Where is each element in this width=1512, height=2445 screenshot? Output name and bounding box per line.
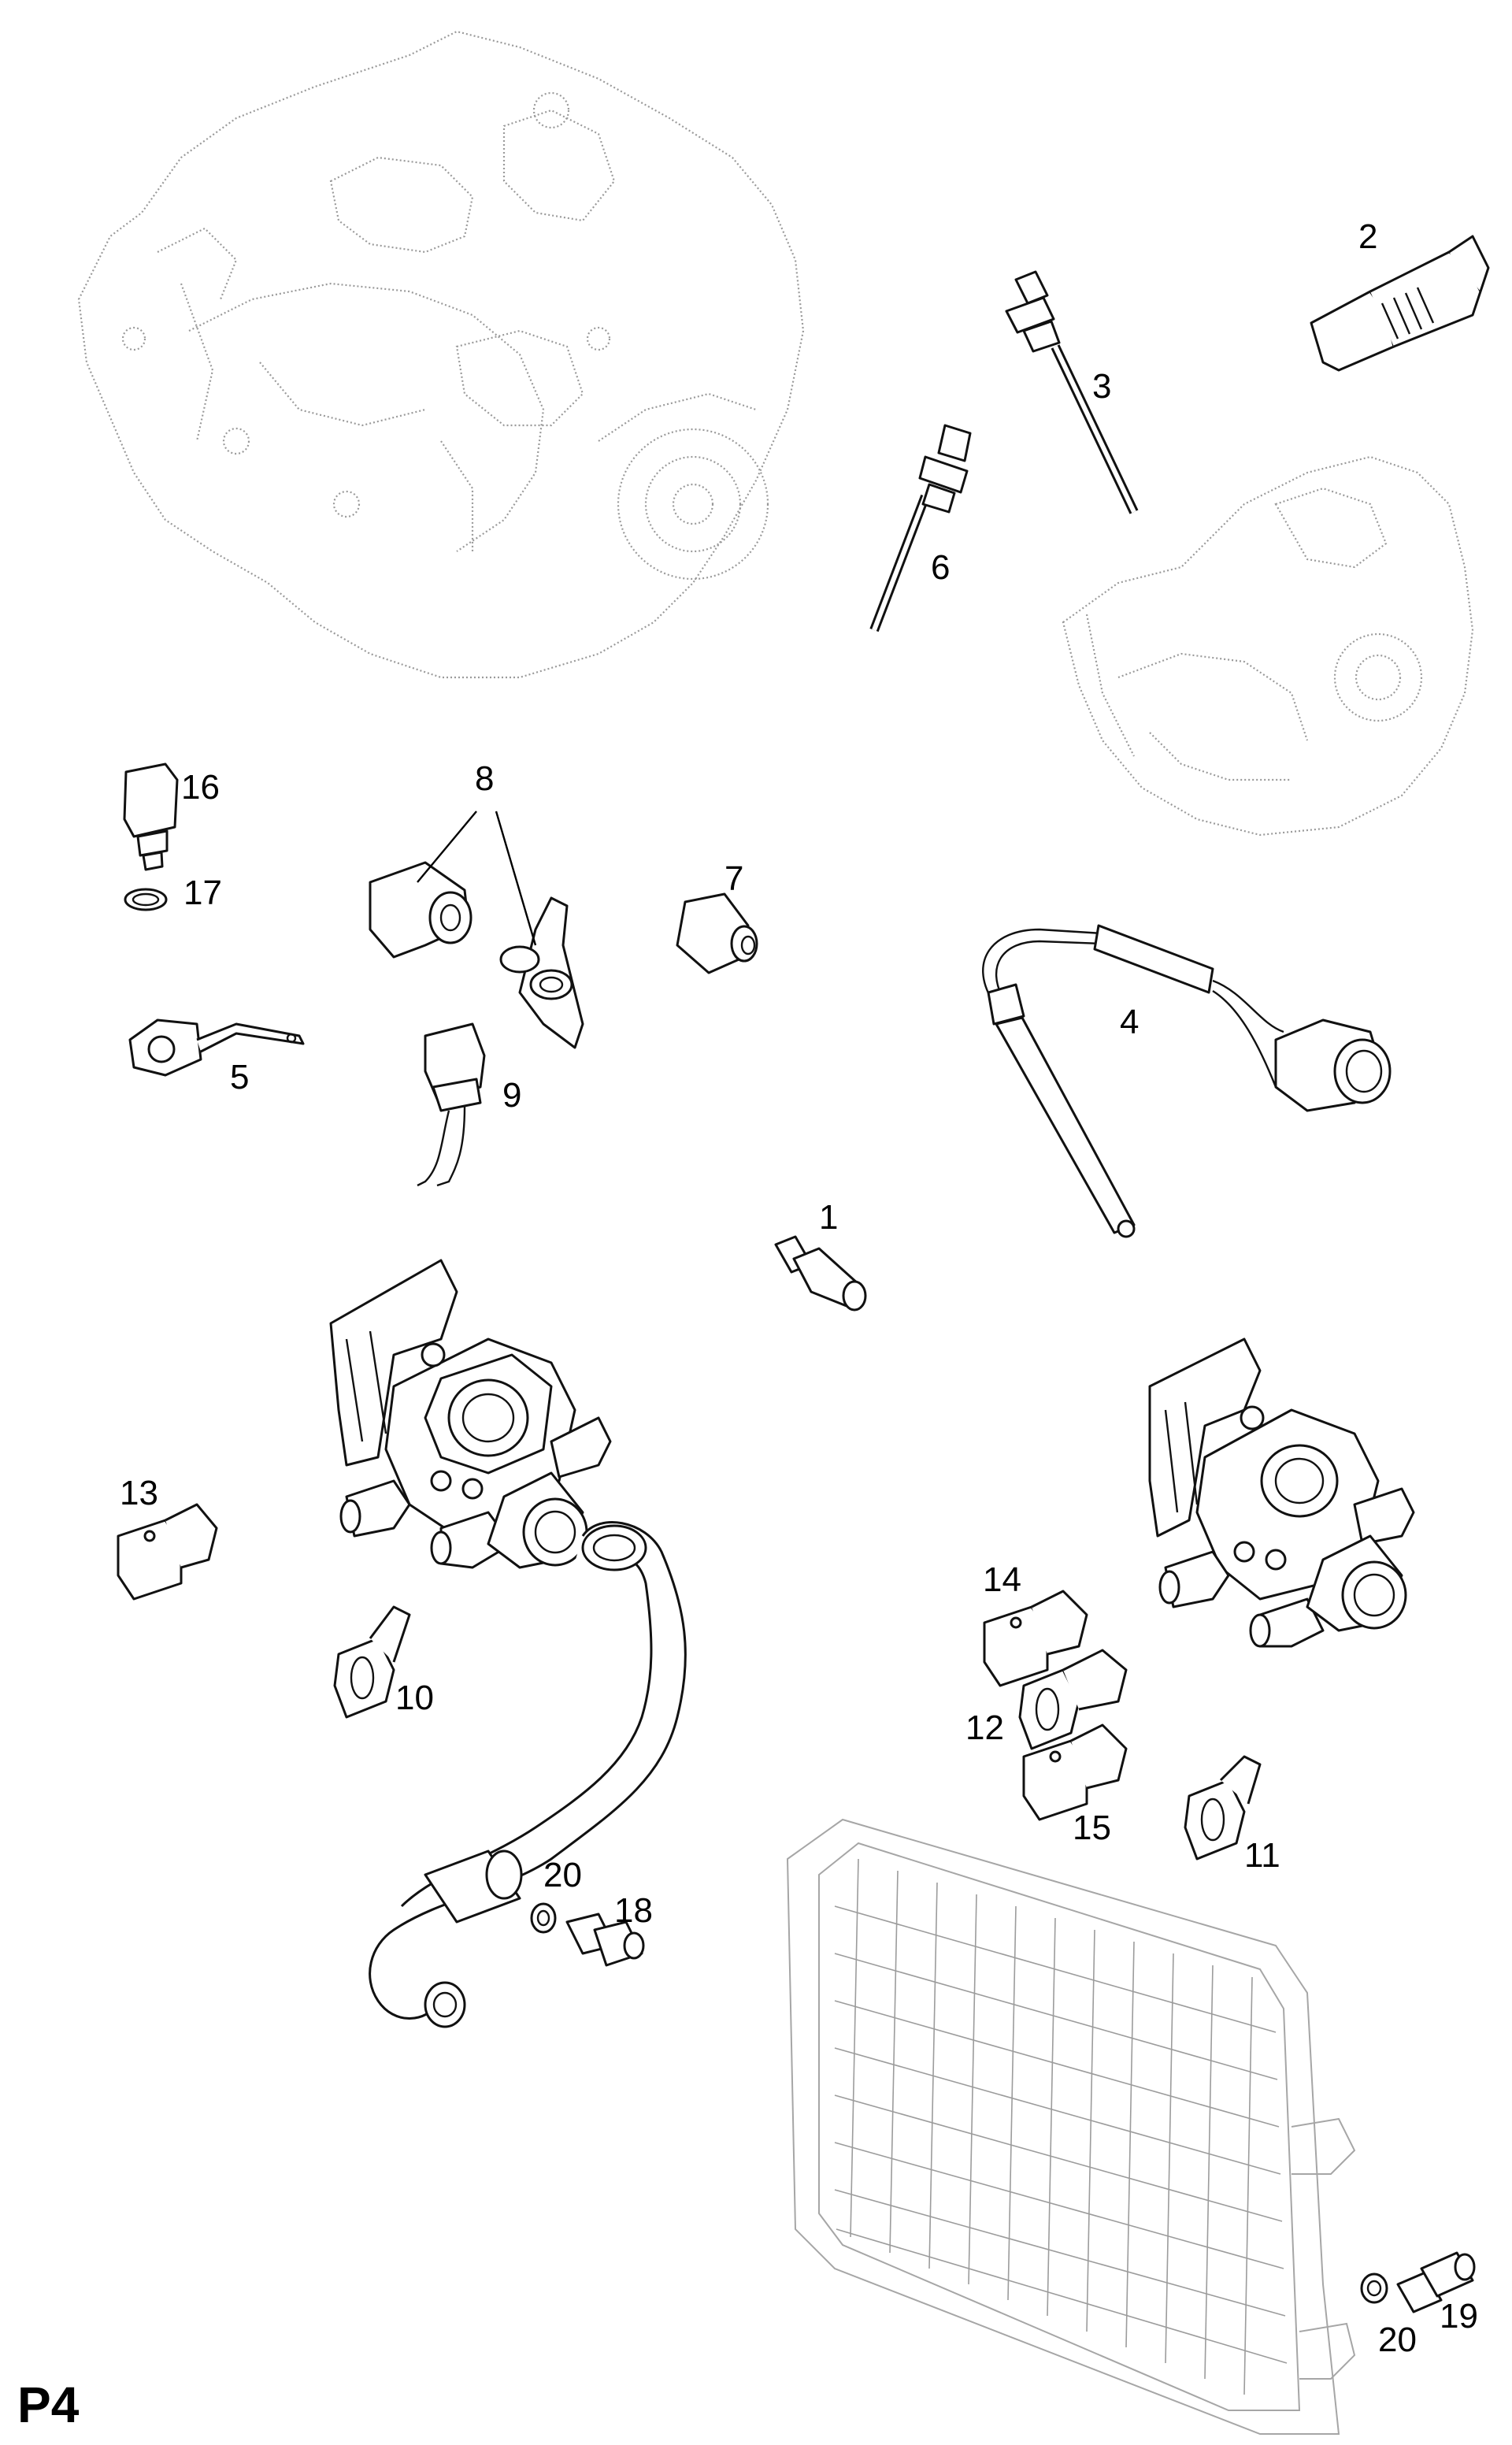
- part-9-connector-harness: [417, 1022, 486, 1187]
- callout-9: 9: [502, 1076, 521, 1115]
- callout-14: 14: [983, 1560, 1021, 1599]
- part-17-washer: [124, 888, 168, 911]
- callout-18: 18: [614, 1891, 653, 1930]
- part-4-sensor-with-cable: [982, 924, 1392, 1238]
- part-10-switch: [333, 1605, 411, 1719]
- part-19-plug: [1396, 2251, 1476, 2313]
- callout-11: 11: [1244, 1836, 1280, 1875]
- thermostat-housing-right: [1148, 1338, 1415, 1648]
- callout-1: 1: [819, 1198, 838, 1237]
- callout-6: 6: [931, 548, 950, 587]
- gearbox-housing-ghost: [77, 30, 805, 679]
- callout-5: 5: [230, 1058, 249, 1096]
- callout-20-right: 20: [1378, 2321, 1417, 2359]
- part-20-washer-right: [1360, 2272, 1388, 2304]
- callout-4: 4: [1120, 1003, 1139, 1041]
- callout-12: 12: [965, 1709, 1004, 1747]
- callout-3: 3: [1092, 367, 1111, 406]
- coolant-hose: [369, 1521, 687, 2028]
- part-17-washer-hole: [132, 892, 160, 907]
- part-2-sensor: [1310, 235, 1490, 372]
- page-code: P4: [17, 2376, 80, 2433]
- callout-7: 7: [724, 859, 743, 898]
- callout-19: 19: [1440, 2297, 1478, 2336]
- part-20-washer-left: [530, 1902, 557, 1934]
- part-3-temperature-probe: [1005, 270, 1139, 514]
- callout-10: 10: [395, 1679, 434, 1717]
- part-16-switch: [123, 762, 179, 871]
- part-12-switch: [1018, 1649, 1128, 1750]
- part-8-sensor-assembly: [369, 861, 584, 1049]
- part-13-switch: [117, 1503, 218, 1601]
- part-5-sensor-with-bracket: [128, 1018, 305, 1077]
- callout-17: 17: [183, 874, 222, 912]
- part-7-sensor: [676, 892, 758, 974]
- callout-20-left: 20: [543, 1856, 582, 1894]
- callout-8: 8: [475, 759, 494, 798]
- part-18-plug: [565, 1913, 645, 1967]
- radiator-ghost: [786, 1818, 1356, 2435]
- radiator-core-grid: [834, 1858, 1288, 2395]
- part-20-washer-right-hole: [1366, 2280, 1382, 2297]
- callout-8-leader-b: [495, 811, 537, 946]
- callout-8-leader-a: [417, 811, 477, 883]
- part-11-switch: [1184, 1755, 1262, 1861]
- thermostat-housing-left: [329, 1259, 612, 1569]
- part-14-switch: [983, 1590, 1088, 1687]
- callout-15: 15: [1073, 1809, 1111, 1847]
- part-1-sensor: [774, 1235, 867, 1312]
- part-20-washer-left-hole: [536, 1909, 550, 1927]
- callout-13: 13: [120, 1474, 158, 1512]
- callout-2: 2: [1358, 217, 1377, 256]
- part-15-switch: [1022, 1723, 1128, 1821]
- part-6-temperature-probe: [869, 424, 972, 633]
- callout-16: 16: [181, 768, 220, 807]
- engine-block-ghost: [1062, 455, 1474, 837]
